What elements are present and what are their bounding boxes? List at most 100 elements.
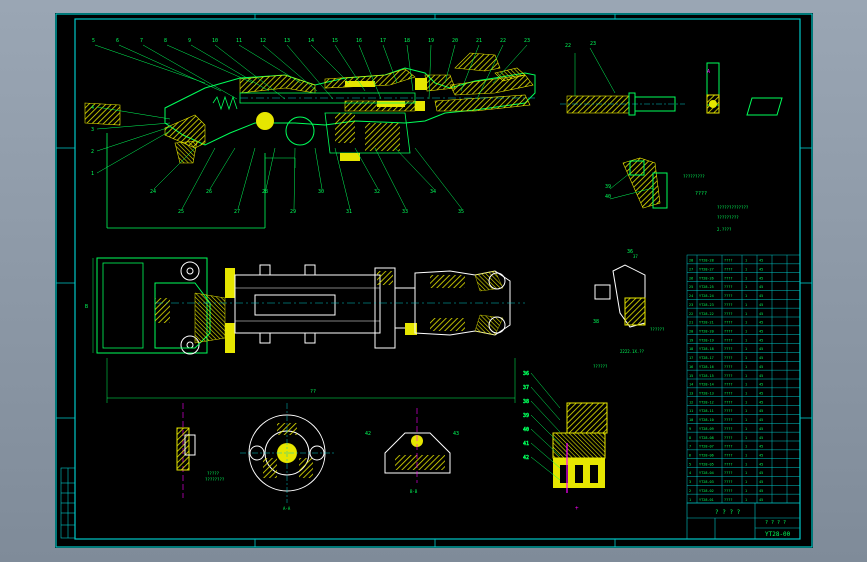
svg-text:45: 45 xyxy=(759,471,763,475)
leader-label: 22 xyxy=(500,38,506,44)
leader-label: 8 xyxy=(164,38,167,44)
svg-text:YT28-07: YT28-07 xyxy=(699,445,714,449)
svg-text:?????: ????? xyxy=(207,471,220,476)
svg-text:17: 17 xyxy=(689,356,693,360)
svg-text:6: 6 xyxy=(689,454,691,458)
leader-label: 24 xyxy=(150,189,156,195)
leader-label: 17 xyxy=(380,38,386,44)
svg-text:YT28-11: YT28-11 xyxy=(699,409,714,413)
svg-text:45: 45 xyxy=(759,365,763,369)
svg-text:????: ???? xyxy=(724,294,732,298)
leader-line xyxy=(142,44,238,100)
leader-line xyxy=(334,147,351,210)
svg-text:1: 1 xyxy=(745,480,747,484)
svg-text:1: 1 xyxy=(745,462,747,466)
leader-line xyxy=(428,44,432,100)
leader-label: 41 xyxy=(523,441,529,447)
leader-line xyxy=(265,147,276,190)
front-view-housing: A-A xyxy=(240,403,335,511)
svg-text:YT28-25: YT28-25 xyxy=(699,285,714,289)
svg-text:1: 1 xyxy=(745,330,747,334)
svg-text:????: ???? xyxy=(724,392,732,396)
svg-text:43: 43 xyxy=(453,431,459,437)
cutter-head-section: + ?????? xyxy=(552,364,608,512)
leader-line xyxy=(444,44,456,84)
svg-text:????: ???? xyxy=(724,383,732,387)
leaders-top xyxy=(94,44,528,174)
leaders-bottom xyxy=(153,147,463,210)
svg-text:1: 1 xyxy=(745,268,747,272)
leader-label: 5 xyxy=(92,38,95,44)
svg-text:YT28-06: YT28-06 xyxy=(699,454,714,458)
svg-text:45: 45 xyxy=(759,498,763,502)
svg-text:??????: ?????? xyxy=(650,327,665,332)
svg-text:1: 1 xyxy=(745,276,747,280)
title-block-title: ? ? ? ? xyxy=(715,509,741,516)
svg-text:42: 42 xyxy=(365,431,371,437)
svg-text:????: ???? xyxy=(724,285,732,289)
bit-detail: 22 23 xyxy=(560,41,685,116)
leader-line xyxy=(310,44,350,84)
svg-text:YT28-28: YT28-28 xyxy=(699,259,714,263)
leader-label: 30 xyxy=(318,189,324,195)
svg-text:B-B: B-B xyxy=(410,489,418,494)
svg-text:2.????: 2.???? xyxy=(717,227,732,232)
leader-line xyxy=(334,44,366,92)
svg-text:45: 45 xyxy=(759,418,763,422)
svg-text:YT28-14: YT28-14 xyxy=(699,383,714,387)
svg-text:1: 1 xyxy=(745,294,747,298)
svg-text:45: 45 xyxy=(759,285,763,289)
svg-text:15: 15 xyxy=(689,374,693,378)
svg-text:14: 14 xyxy=(689,383,693,387)
leader-label: 37 xyxy=(523,385,529,391)
svg-text:1: 1 xyxy=(745,383,747,387)
svg-text:3: 3 xyxy=(689,480,691,484)
svg-text:????????: ???????? xyxy=(205,477,225,482)
svg-text:1: 1 xyxy=(745,321,747,325)
leader-line xyxy=(460,44,480,92)
svg-text:1: 1 xyxy=(745,418,747,422)
svg-text:????: ???? xyxy=(724,321,732,325)
svg-text:????: ???? xyxy=(724,489,732,493)
svg-text:45: 45 xyxy=(759,312,763,316)
leader-label: 4 xyxy=(91,105,94,111)
title-block xyxy=(686,502,801,540)
svg-text:1: 1 xyxy=(745,392,747,396)
revision-block xyxy=(60,467,76,539)
leader-line xyxy=(414,147,463,210)
svg-text:45: 45 xyxy=(759,294,763,298)
leader-line xyxy=(530,442,561,469)
plan-view: B ?? xyxy=(85,257,525,403)
svg-text:1: 1 xyxy=(745,259,747,263)
svg-text:23: 23 xyxy=(590,41,596,47)
svg-text:45: 45 xyxy=(759,445,763,449)
svg-text:22: 22 xyxy=(565,43,571,49)
svg-text:45: 45 xyxy=(759,480,763,484)
leader-line xyxy=(476,44,504,100)
svg-text:1: 1 xyxy=(745,400,747,404)
svg-text:45: 45 xyxy=(759,489,763,493)
svg-text:10: 10 xyxy=(689,418,693,422)
svg-text:?????????: ????????? xyxy=(683,174,705,179)
svg-text:45: 45 xyxy=(759,454,763,458)
leader-label: 33 xyxy=(402,209,408,215)
leader-label: 34 xyxy=(430,189,436,195)
svg-text:????: ???? xyxy=(724,268,732,272)
svg-text:45: 45 xyxy=(759,374,763,378)
pin-detail: A xyxy=(706,62,783,116)
svg-text:????: ???? xyxy=(724,276,732,280)
leader-label: 3 xyxy=(91,127,94,133)
svg-text:????: ???? xyxy=(724,347,732,351)
